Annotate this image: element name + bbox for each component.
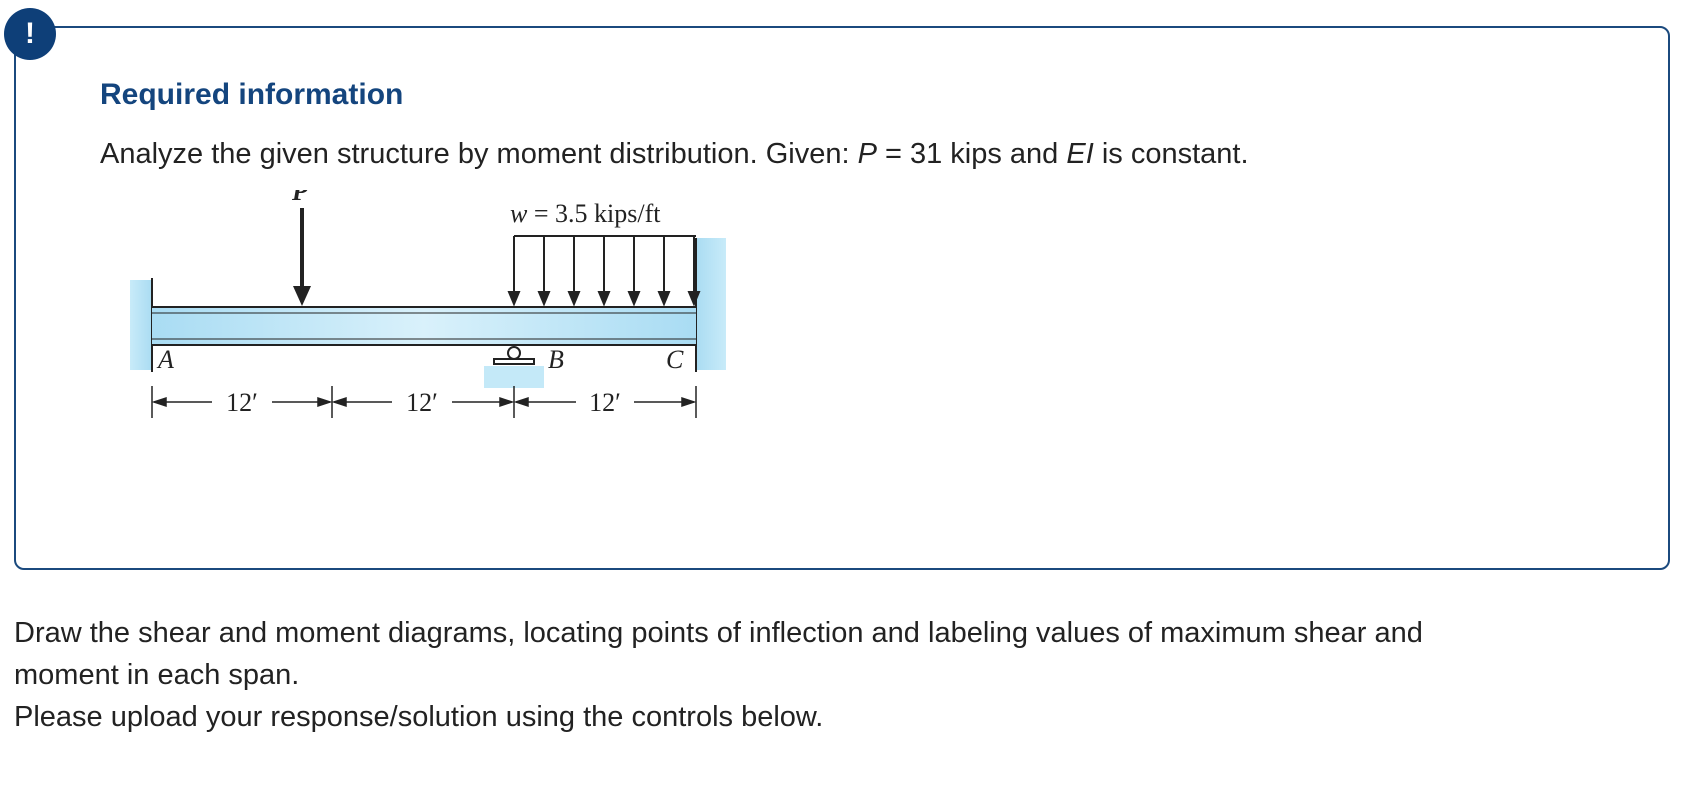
support-label-a: A <box>156 345 174 374</box>
load-variable-p: P <box>857 138 877 170</box>
stiffness-suffix: is constant. <box>1093 138 1249 170</box>
alert-icon: ! <box>4 8 56 60</box>
beam-diagram: P w = 3.5 kips/ft A B C <box>130 190 726 418</box>
problem-statement-prefix: Analyze the given structure by moment di… <box>100 138 858 170</box>
roller-support-b-pin <box>507 346 521 360</box>
card-title: Required information <box>100 78 404 111</box>
alert-symbol: ! <box>25 17 35 50</box>
question-line-3: Please upload your response/solution usi… <box>14 701 824 733</box>
fixed-support-a <box>130 280 152 370</box>
distributed-load-arrows <box>507 236 701 307</box>
roller-support-b-plate <box>493 358 535 365</box>
point-load-label: P <box>291 190 309 206</box>
fixed-support-c <box>696 238 726 370</box>
distributed-load-value: = 3.5 kips/ft <box>527 199 661 228</box>
support-label-c: C <box>666 345 684 374</box>
beam-figure: P w = 3.5 kips/ft A B C <box>104 190 804 480</box>
distributed-load-var: w <box>510 199 528 228</box>
required-information-card <box>14 26 1670 570</box>
support-label-b: B <box>548 345 564 374</box>
span-1-length: 12′ <box>226 388 258 417</box>
span-3-length: 12′ <box>589 388 621 417</box>
stiffness-variable-ei: EI <box>1066 138 1094 170</box>
problem-statement: Analyze the given structure by moment di… <box>100 138 1249 171</box>
question-line-1: Draw the shear and moment diagrams, loca… <box>14 617 1423 649</box>
beam <box>152 308 696 344</box>
question-text: Draw the shear and moment diagrams, loca… <box>14 612 1654 738</box>
point-load-arrow-head <box>293 286 311 306</box>
question-line-2: moment in each span. <box>14 659 300 691</box>
load-value-text: = 31 kips and <box>876 138 1067 170</box>
roller-support-b-base <box>484 366 544 388</box>
dimension-lines <box>151 386 697 418</box>
distributed-load-label: w = 3.5 kips/ft <box>510 199 661 228</box>
span-2-length: 12′ <box>406 388 438 417</box>
